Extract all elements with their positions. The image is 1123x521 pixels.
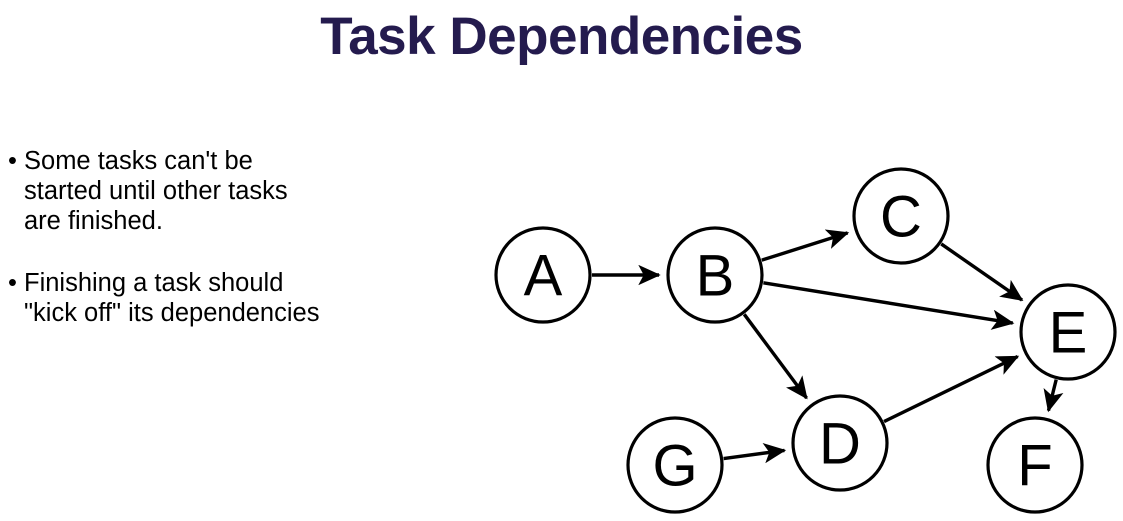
list-item: • Finishing a task should "kick off" its… [8, 268, 438, 328]
node-label-f: F [1017, 434, 1052, 499]
node-circle-a[interactable] [494, 226, 592, 324]
graph-node-g[interactable]: G [626, 416, 724, 514]
bullet-marker-icon: • [8, 147, 17, 175]
graph-node-c[interactable]: C [852, 167, 950, 265]
node-label-g: G [652, 434, 697, 499]
node-circle-g[interactable] [626, 416, 724, 514]
node-circle-b[interactable] [666, 226, 764, 324]
graph-edge-e-to-f [1043, 379, 1064, 413]
graph-edge-b-to-d [742, 313, 808, 400]
list-item: • Some tasks can't be started until othe… [8, 146, 438, 236]
graph-edge-d-to-e [883, 354, 1020, 424]
page-title: Task Dependencies [320, 7, 803, 66]
graph-node-a[interactable]: A [494, 226, 592, 324]
graph-node-e[interactable]: E [1019, 283, 1117, 381]
graph-edges [592, 229, 1064, 464]
node-label-d: D [819, 412, 861, 477]
graph-node-d[interactable]: D [791, 394, 889, 492]
node-label-a: A [524, 244, 563, 309]
graph-edge-c-to-e [940, 242, 1024, 302]
graph-edge-g-to-d [723, 443, 787, 464]
node-label-e: E [1049, 301, 1088, 366]
bullet-marker-icon: • [8, 269, 17, 297]
bullet-list: • Some tasks can't be started until othe… [8, 146, 438, 360]
graph-node-f[interactable]: F [986, 416, 1084, 514]
bullet-text: Finishing a task should "kick off" its d… [24, 269, 320, 327]
graph-node-b[interactable]: B [666, 226, 764, 324]
node-label-c: C [880, 185, 922, 250]
graph-nodes: A B C D E F G [494, 167, 1117, 514]
graph-edge-b-to-e [763, 281, 1015, 330]
node-label-b: B [696, 244, 735, 309]
node-circle-e[interactable] [1019, 283, 1117, 381]
node-circle-c[interactable] [852, 167, 950, 265]
bullet-text: Some tasks can't be started until other … [24, 147, 288, 235]
node-circle-f[interactable] [986, 416, 1084, 514]
node-circle-d[interactable] [791, 394, 889, 492]
graph-edge-b-to-c [761, 229, 850, 262]
